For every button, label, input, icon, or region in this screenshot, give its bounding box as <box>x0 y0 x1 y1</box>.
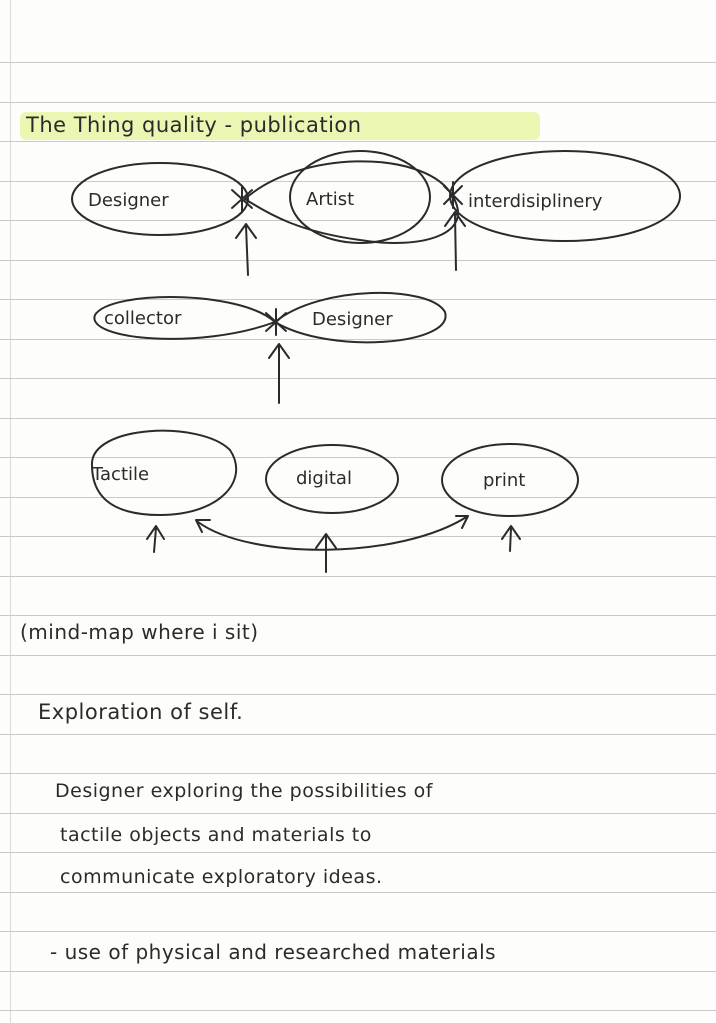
ruled-line <box>0 220 716 221</box>
arrow-up-icon <box>146 525 165 553</box>
ruled-line <box>0 931 716 932</box>
arrow-up-icon <box>235 223 257 276</box>
ruled-line <box>0 892 716 893</box>
title-highlight <box>20 112 540 140</box>
ruled-line <box>0 971 716 972</box>
node-collector: collector <box>104 308 182 329</box>
node-designer-1: Designer <box>88 190 169 211</box>
ruled-line <box>0 773 716 774</box>
page-title: The Thing quality - publication <box>26 113 362 137</box>
oval-print <box>441 443 579 517</box>
double-arrow-arc-icon <box>195 515 469 551</box>
ruled-line <box>0 457 716 458</box>
star-icon <box>443 181 463 209</box>
arrow-up-icon <box>501 525 521 552</box>
paragraph-line: communicate exploratory ideas. <box>60 866 383 888</box>
ruled-line <box>0 852 716 853</box>
node-tactile: Tactile <box>91 464 149 485</box>
star-icon <box>231 185 253 213</box>
oval-designer-2 <box>274 291 447 344</box>
ruled-line <box>0 576 716 577</box>
oval-interdisciplinary <box>449 150 681 242</box>
oval-collector <box>93 296 276 340</box>
oval-designer-1 <box>71 162 249 236</box>
ruled-line <box>0 1010 716 1011</box>
ruled-line <box>0 62 716 63</box>
ruled-line <box>0 260 716 261</box>
node-artist: Artist <box>306 189 354 210</box>
node-designer-2: Designer <box>312 309 393 330</box>
margin-line <box>10 0 11 1023</box>
paragraph-line: Designer exploring the possibilities of <box>55 780 433 802</box>
star-icon <box>265 308 287 336</box>
ruled-line <box>0 181 716 182</box>
paragraph-line: tactile objects and materials to <box>60 824 372 846</box>
ruled-line <box>0 299 716 300</box>
loop-designer-artist <box>244 160 459 244</box>
ruled-line <box>0 141 716 142</box>
ruled-line <box>0 734 716 735</box>
arrow-up-icon <box>315 533 337 573</box>
bullet-point: - use of physical and researched materia… <box>50 940 497 964</box>
node-interdisciplinary: interdisiplinery <box>468 191 603 212</box>
ruled-line <box>0 339 716 340</box>
mind-map-caption: (mind-map where i sit) <box>20 620 259 644</box>
ruled-line <box>0 536 716 537</box>
ruled-line <box>0 615 716 616</box>
oval-artist <box>289 150 431 244</box>
arrow-up-icon <box>268 343 290 404</box>
section-heading: Exploration of self. <box>38 700 244 724</box>
node-print: print <box>483 470 525 491</box>
oval-digital <box>265 444 399 514</box>
ruled-line <box>0 418 716 419</box>
oval-tactile <box>90 429 237 516</box>
ruled-line <box>0 102 716 103</box>
ruled-line <box>0 655 716 656</box>
node-digital: digital <box>296 468 352 489</box>
ruled-line <box>0 694 716 695</box>
ruled-line <box>0 813 716 814</box>
arrow-up-icon <box>444 211 466 271</box>
ruled-line <box>0 378 716 379</box>
ruled-line <box>0 497 716 498</box>
